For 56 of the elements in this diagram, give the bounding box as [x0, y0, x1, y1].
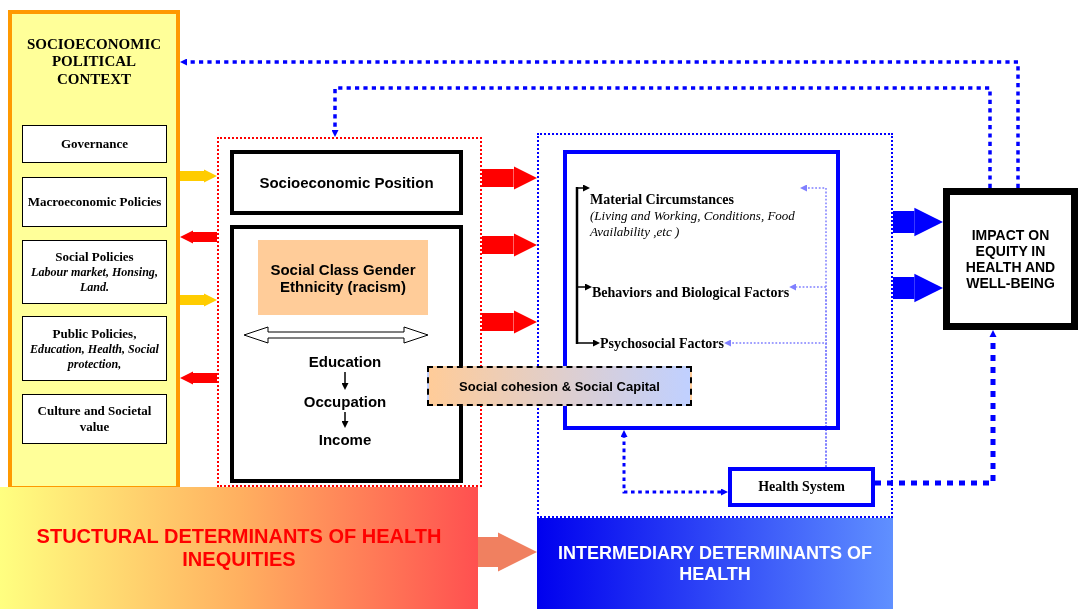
heading: Social Policies	[55, 249, 134, 265]
policy-box	[22, 240, 167, 304]
dotted-arrow	[724, 339, 827, 468]
policy-box	[22, 125, 167, 163]
block-arrow	[482, 310, 537, 334]
policy-box	[22, 394, 167, 444]
outcome-box	[943, 188, 1078, 330]
context-panel	[8, 10, 180, 490]
dotted-arrow	[180, 58, 1020, 188]
node-label: Psychosocial Factors	[600, 333, 725, 355]
arrow	[576, 339, 600, 347]
body-text: (Living and Working, Conditions, Food Availability ,etc )	[590, 207, 796, 240]
process-box	[728, 467, 875, 507]
block-arrow	[478, 532, 537, 572]
box-label: Governance	[60, 136, 129, 152]
dotted-arrow	[331, 86, 992, 188]
block-arrow	[893, 273, 943, 303]
heading: Public Policies,	[52, 325, 137, 342]
highlight-box	[427, 366, 692, 406]
heading: Material Circumstances	[590, 191, 734, 208]
box-label: SOCIOECONOMIC POLITICAL CONTEXT	[25, 35, 163, 88]
block-arrow	[180, 293, 217, 307]
box-label: Health System	[758, 479, 845, 495]
node-label: Education	[290, 350, 400, 372]
box-label: Socioeconomic Position	[259, 174, 434, 191]
node-label: Income	[290, 428, 400, 450]
label-band	[0, 487, 478, 609]
block-arrow	[180, 230, 217, 244]
block-arrow	[180, 169, 217, 183]
dotted-arrow	[620, 430, 728, 496]
highlight-box	[258, 240, 428, 315]
arrow	[576, 283, 592, 291]
box-label: IMPACT ON EQUITY IN HEALTH AND WELL-BEING	[964, 227, 1057, 291]
box-label: Social cohesion & Social Capital	[459, 378, 660, 394]
label-band	[537, 518, 893, 609]
box-label: INTERMEDIARY DETERMINANTS OF HEALTH	[557, 542, 873, 585]
block-arrow	[180, 371, 217, 385]
block-arrow	[482, 166, 537, 190]
node-label: Occupation	[290, 390, 400, 412]
outlined-panel	[563, 150, 840, 430]
arrow	[341, 371, 349, 390]
block-arrow	[482, 233, 537, 257]
policy-box	[22, 316, 167, 381]
policy-box	[22, 177, 167, 227]
body-text: Education, Health, Social protection,	[29, 341, 160, 372]
position-box	[230, 150, 463, 215]
arrow	[341, 411, 349, 428]
node-label: Behaviors and Biological Factors	[592, 274, 790, 312]
arrow	[576, 184, 590, 192]
box-label: Macroeconomic Policies	[27, 194, 162, 210]
box-label: Culture and Societal value	[36, 403, 153, 435]
dotted-arrow	[875, 330, 997, 486]
body-text: Labour market, Honsing, Land.	[30, 265, 159, 295]
block-arrow	[893, 207, 943, 237]
box-label: STUCTURAL DETERMINANTS OF HEALTH INEQUITIES	[35, 525, 443, 571]
box-label: Social Class Gender Ethnicity (racism)	[269, 260, 417, 295]
